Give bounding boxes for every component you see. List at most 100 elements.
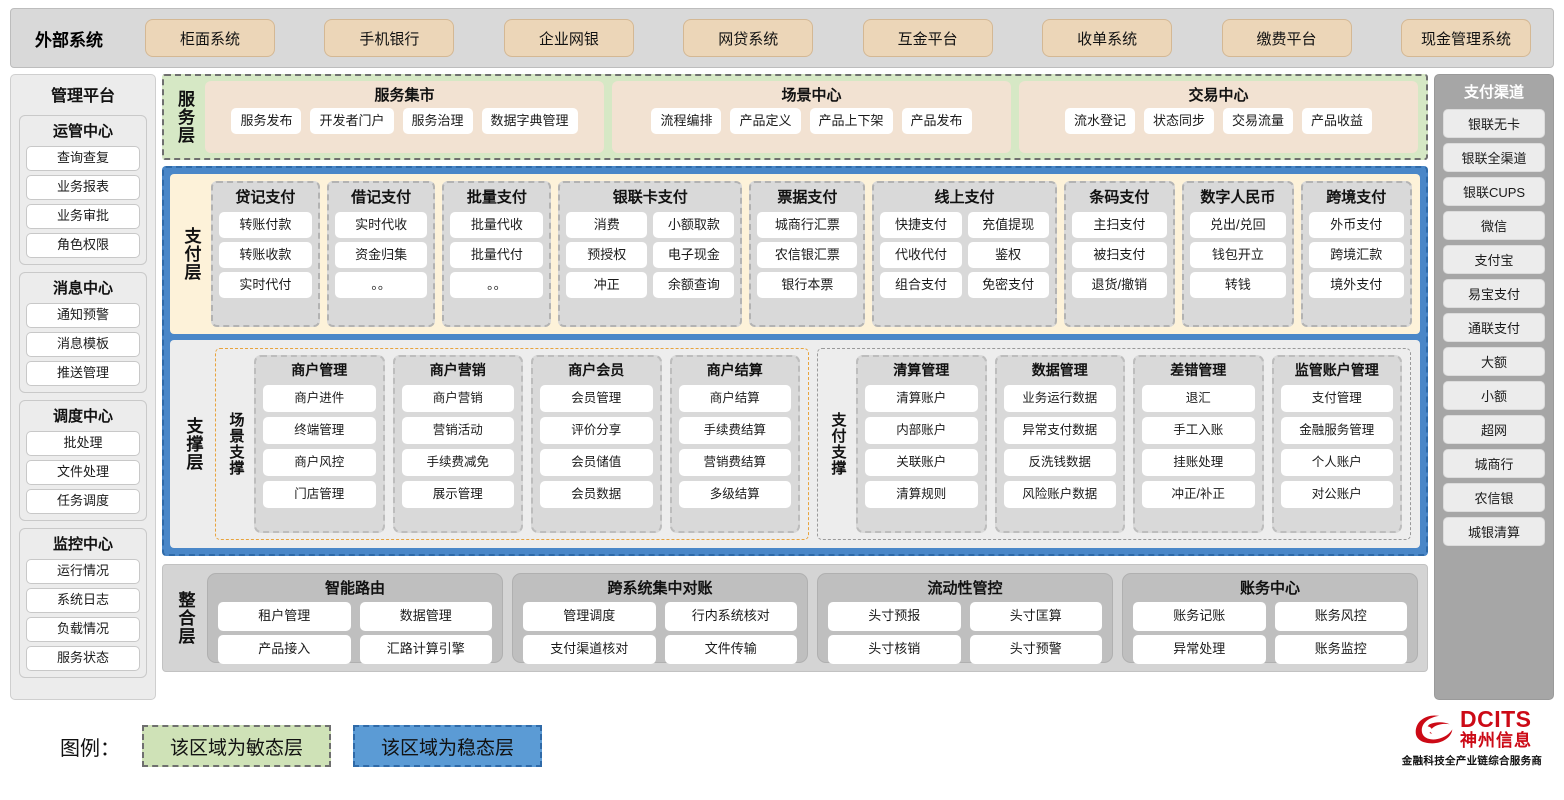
payment-item[interactable]: 组合支付	[880, 272, 962, 298]
payment-channel-item[interactable]: 大额	[1443, 347, 1545, 376]
external-system-chip[interactable]: 网贷系统	[683, 19, 814, 57]
payment-item[interactable]: 被扫支付	[1071, 242, 1168, 268]
management-item[interactable]: 任务调度	[26, 489, 140, 514]
external-system-chip[interactable]: 手机银行	[324, 19, 455, 57]
integration-item[interactable]: 账务风控	[1274, 602, 1407, 631]
integration-item[interactable]: 账务监控	[1274, 635, 1407, 664]
service-item[interactable]: 状态同步	[1143, 108, 1214, 134]
payment-support-item[interactable]: 风险账户数据	[1003, 481, 1116, 508]
management-item[interactable]: 批处理	[26, 431, 140, 456]
payment-item[interactable]: 代收代付	[880, 242, 962, 268]
scene-support-item[interactable]: 营销费结算	[678, 449, 791, 476]
payment-channel-item[interactable]: 城银清算	[1443, 517, 1545, 546]
payment-item[interactable]: 充值提现	[967, 212, 1049, 238]
payment-item[interactable]: 主扫支付	[1071, 212, 1168, 238]
payment-channel-item[interactable]: 银联全渠道	[1443, 143, 1545, 172]
payment-support-item[interactable]: 支付管理	[1280, 385, 1393, 412]
payment-channel-item[interactable]: 城商行	[1443, 449, 1545, 478]
integration-item[interactable]: 支付渠道核对	[523, 635, 656, 664]
payment-support-item[interactable]: 冲正/补正	[1142, 481, 1255, 508]
payment-channel-item[interactable]: 超网	[1443, 415, 1545, 444]
integration-item[interactable]: 异常处理	[1133, 635, 1266, 664]
payment-item[interactable]: 余额查询	[653, 272, 735, 298]
payment-channel-item[interactable]: 微信	[1443, 211, 1545, 240]
payment-item[interactable]: 境外支付	[1308, 272, 1405, 298]
payment-item[interactable]: 实时代收	[334, 212, 428, 238]
payment-support-item[interactable]: 反洗钱数据	[1003, 449, 1116, 476]
payment-item[interactable]: 转账收款	[219, 242, 312, 268]
management-item[interactable]: 角色权限	[26, 233, 140, 258]
scene-support-item[interactable]: 会员储值	[540, 449, 653, 476]
payment-channel-item[interactable]: 易宝支付	[1443, 279, 1545, 308]
management-item[interactable]: 业务报表	[26, 175, 140, 200]
payment-item[interactable]: 。。	[450, 272, 544, 298]
management-item[interactable]: 推送管理	[26, 361, 140, 386]
payment-item[interactable]: 免密支付	[967, 272, 1049, 298]
scene-support-item[interactable]: 评价分享	[540, 417, 653, 444]
integration-item[interactable]: 数据管理	[359, 602, 492, 631]
scene-support-item[interactable]: 手续费减免	[401, 449, 514, 476]
management-item[interactable]: 文件处理	[26, 460, 140, 485]
scene-support-item[interactable]: 会员管理	[540, 385, 653, 412]
scene-support-item[interactable]: 营销活动	[401, 417, 514, 444]
payment-item[interactable]: 小额取款	[653, 212, 735, 238]
payment-item[interactable]: 。。	[334, 272, 428, 298]
payment-support-item[interactable]: 挂账处理	[1142, 449, 1255, 476]
service-item[interactable]: 产品收益	[1302, 108, 1373, 134]
external-system-chip[interactable]: 收单系统	[1042, 19, 1173, 57]
scene-support-item[interactable]: 会员数据	[540, 481, 653, 508]
management-item[interactable]: 通知预警	[26, 303, 140, 328]
service-item[interactable]: 流水登记	[1064, 108, 1135, 134]
integration-item[interactable]: 头寸预报	[828, 602, 961, 631]
payment-support-item[interactable]: 清算规则	[865, 481, 978, 508]
payment-item[interactable]: 城商行汇票	[757, 212, 858, 238]
payment-support-item[interactable]: 金融服务管理	[1280, 417, 1393, 444]
service-item[interactable]: 服务发布	[231, 108, 302, 134]
scene-support-item[interactable]: 商户营销	[401, 385, 514, 412]
payment-item[interactable]: 预授权	[566, 242, 648, 268]
integration-item[interactable]: 头寸预警	[969, 635, 1102, 664]
payment-support-item[interactable]: 对公账户	[1280, 481, 1393, 508]
integration-item[interactable]: 头寸核销	[828, 635, 961, 664]
service-item[interactable]: 产品发布	[901, 108, 972, 134]
scene-support-item[interactable]: 多级结算	[678, 481, 791, 508]
payment-channel-item[interactable]: 银联CUPS	[1443, 177, 1545, 206]
management-item[interactable]: 服务状态	[26, 646, 140, 671]
payment-item[interactable]: 外币支付	[1308, 212, 1405, 238]
service-item[interactable]: 数据字典管理	[481, 108, 578, 134]
management-item[interactable]: 系统日志	[26, 588, 140, 613]
management-item[interactable]: 查询查复	[26, 146, 140, 171]
integration-item[interactable]: 租户管理	[218, 602, 351, 631]
integration-item[interactable]: 文件传输	[664, 635, 797, 664]
payment-item[interactable]: 转钱	[1190, 272, 1286, 298]
payment-item[interactable]: 消费	[566, 212, 648, 238]
payment-item[interactable]: 兑出/兑回	[1190, 212, 1286, 238]
payment-item[interactable]: 实时代付	[219, 272, 312, 298]
external-system-chip[interactable]: 现金管理系统	[1400, 19, 1531, 57]
payment-item[interactable]: 跨境汇款	[1308, 242, 1405, 268]
service-item[interactable]: 开发者门户	[310, 108, 394, 134]
payment-item[interactable]: 钱包开立	[1190, 242, 1286, 268]
payment-item[interactable]: 电子现金	[653, 242, 735, 268]
service-item[interactable]: 服务治理	[402, 108, 473, 134]
payment-channel-item[interactable]: 支付宝	[1443, 245, 1545, 274]
external-system-chip[interactable]: 柜面系统	[145, 19, 275, 57]
integration-item[interactable]: 产品接入	[218, 635, 351, 664]
payment-support-item[interactable]: 退汇	[1142, 385, 1255, 412]
integration-item[interactable]: 行内系统核对	[664, 602, 797, 631]
external-system-chip[interactable]: 互金平台	[862, 19, 993, 57]
integration-item[interactable]: 账务记账	[1133, 602, 1266, 631]
payment-channel-item[interactable]: 银联无卡	[1443, 109, 1545, 138]
service-item[interactable]: 流程编排	[651, 108, 722, 134]
integration-item[interactable]: 汇路计算引擎	[359, 635, 492, 664]
scene-support-item[interactable]: 手续费结算	[678, 417, 791, 444]
payment-item[interactable]: 鉴权	[967, 242, 1049, 268]
service-item[interactable]: 产品上下架	[809, 108, 893, 134]
payment-item[interactable]: 转账付款	[219, 212, 312, 238]
service-item[interactable]: 产品定义	[730, 108, 801, 134]
payment-support-item[interactable]: 关联账户	[865, 449, 978, 476]
management-item[interactable]: 负载情况	[26, 617, 140, 642]
scene-support-item[interactable]: 展示管理	[401, 481, 514, 508]
scene-support-item[interactable]: 门店管理	[263, 481, 376, 508]
payment-support-item[interactable]: 异常支付数据	[1003, 417, 1116, 444]
